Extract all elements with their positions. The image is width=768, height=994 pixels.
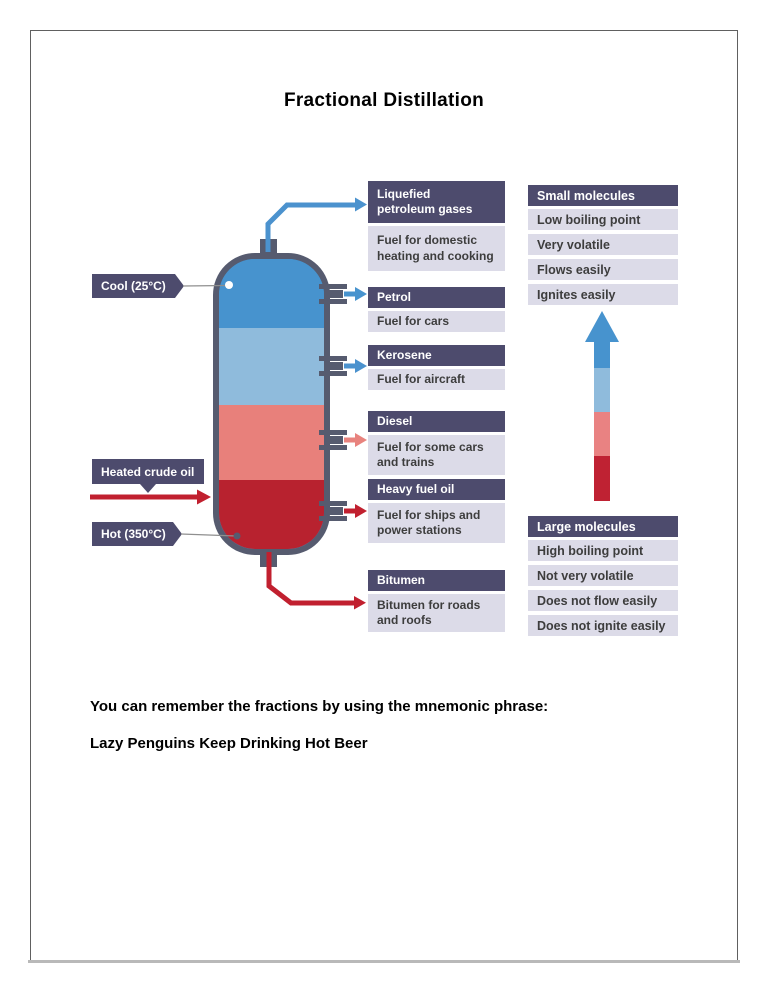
column-section-coolest [219, 259, 324, 328]
column-section-hottest [219, 480, 324, 549]
crude-oil-feed-tag-tail [140, 484, 156, 493]
large-molecules-property-2: Not very volatile [528, 565, 678, 586]
fraction-name-petrol: Petrol [368, 287, 505, 308]
small-molecules-property-2: Very volatile [528, 234, 678, 255]
fraction-use-kerosene: Fuel for aircraft [368, 369, 505, 390]
column-section-cool [219, 328, 324, 405]
page-title: Fractional Distillation [283, 90, 485, 111]
large-molecules-title: Large molecules [528, 516, 678, 537]
page-border [30, 30, 738, 960]
small-molecules-property-4: Ignites easily [528, 284, 678, 305]
fraction-use-heavy-fuel-oil: Fuel for ships and power stations [368, 503, 505, 543]
small-molecules-property-1: Low boiling point [528, 209, 678, 230]
cool-temperature-tag: Cool (25°C) [92, 274, 184, 298]
fraction-use-bitumen: Bitumen for roads and roofs [368, 594, 505, 632]
hot-temperature-label: Hot (350°C) [101, 527, 166, 541]
large-molecules-property-4: Does not ignite easily [528, 615, 678, 636]
fraction-use-petrol: Fuel for cars [368, 311, 505, 332]
small-molecules-property-3: Flows easily [528, 259, 678, 280]
page-border-bottom [28, 960, 740, 963]
large-molecules-property-1: High boiling point [528, 540, 678, 561]
fraction-name-kerosene: Kerosene [368, 345, 505, 366]
cool-temperature-label: Cool (25°C) [101, 279, 166, 293]
mnemonic-phrase-text: Lazy Penguins Keep Drinking Hot Beer [90, 735, 368, 752]
fraction-name-lpg-text: Liquefied petroleum gases [377, 186, 473, 216]
fraction-use-lpg: Fuel for domestic heating and cooking [368, 226, 505, 271]
fraction-use-diesel: Fuel for some cars and trains [368, 435, 505, 475]
fraction-name-heavy-fuel-oil: Heavy fuel oil [368, 479, 505, 500]
small-molecules-title: Small molecules [528, 185, 678, 206]
column-section-warm [219, 405, 324, 480]
crude-oil-feed-label: Heated crude oil [101, 464, 195, 479]
distillation-column [213, 253, 330, 555]
large-molecules-property-3: Does not flow easily [528, 590, 678, 611]
mnemonic-intro-text: You can remember the fractions by using … [90, 698, 549, 715]
fraction-name-diesel: Diesel [368, 411, 505, 432]
fraction-name-lpg: Liquefied petroleum gases [368, 181, 505, 223]
hot-temperature-tag: Hot (350°C) [92, 522, 182, 546]
crude-oil-feed-tag: Heated crude oil [92, 459, 204, 484]
fraction-name-bitumen: Bitumen [368, 570, 505, 591]
